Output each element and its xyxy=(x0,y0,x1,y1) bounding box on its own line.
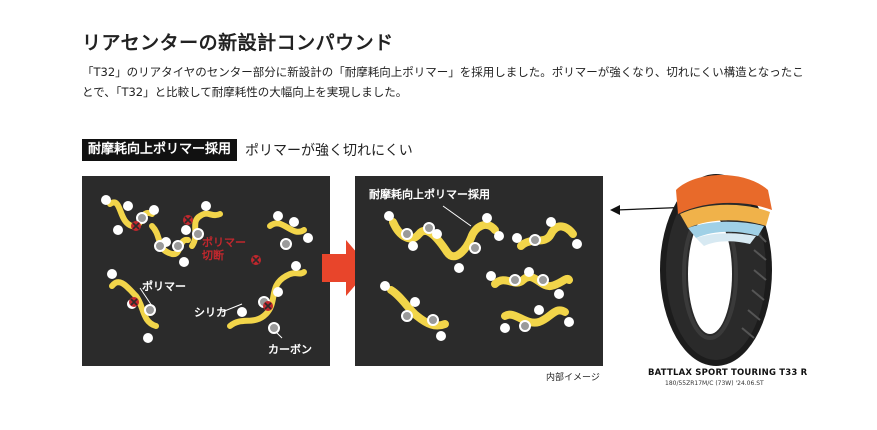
tire-size-spec: 180/55ZR17M/C (73W) '24.06.ST xyxy=(665,380,764,387)
section-title: リアセンターの新設計コンパウンド xyxy=(82,32,394,54)
conventional-polymer-diagram: ポリマー切断 ポリマー シリカ カーボン xyxy=(82,176,330,366)
feature-badge: 耐摩耗向上ポリマー採用 xyxy=(82,139,238,161)
label-new-polymer: 耐摩耗向上ポリマー採用 xyxy=(369,188,490,201)
feature-header: 耐摩耗向上ポリマー採用 ポリマーが強く切れにくい xyxy=(82,139,413,161)
label-polymer-cut: ポリマー切断 xyxy=(202,236,246,262)
tire-model-name: BATTLAX SPORT TOURING T33 R xyxy=(648,368,808,378)
section-description: 「T32」のリアタイヤのセンター部分に新設計の「耐摩耗向上ポリマー」を採用しまし… xyxy=(82,65,804,99)
tire-cutaway-illustration xyxy=(610,174,772,366)
new-polymer-diagram: 耐摩耗向上ポリマー採用 xyxy=(355,176,603,366)
conventional-polymer-illustration xyxy=(101,195,313,343)
label-silica: シリカ xyxy=(194,306,227,319)
internal-image-caption: 内部イメージ xyxy=(546,373,600,383)
feature-subtitle: ポリマーが強く切れにくい xyxy=(245,143,413,159)
label-polymer: ポリマー xyxy=(142,280,186,293)
new-polymer-illustration xyxy=(380,205,582,341)
label-carbon: カーボン xyxy=(268,343,312,356)
pointer-arrow-icon xyxy=(610,205,620,215)
